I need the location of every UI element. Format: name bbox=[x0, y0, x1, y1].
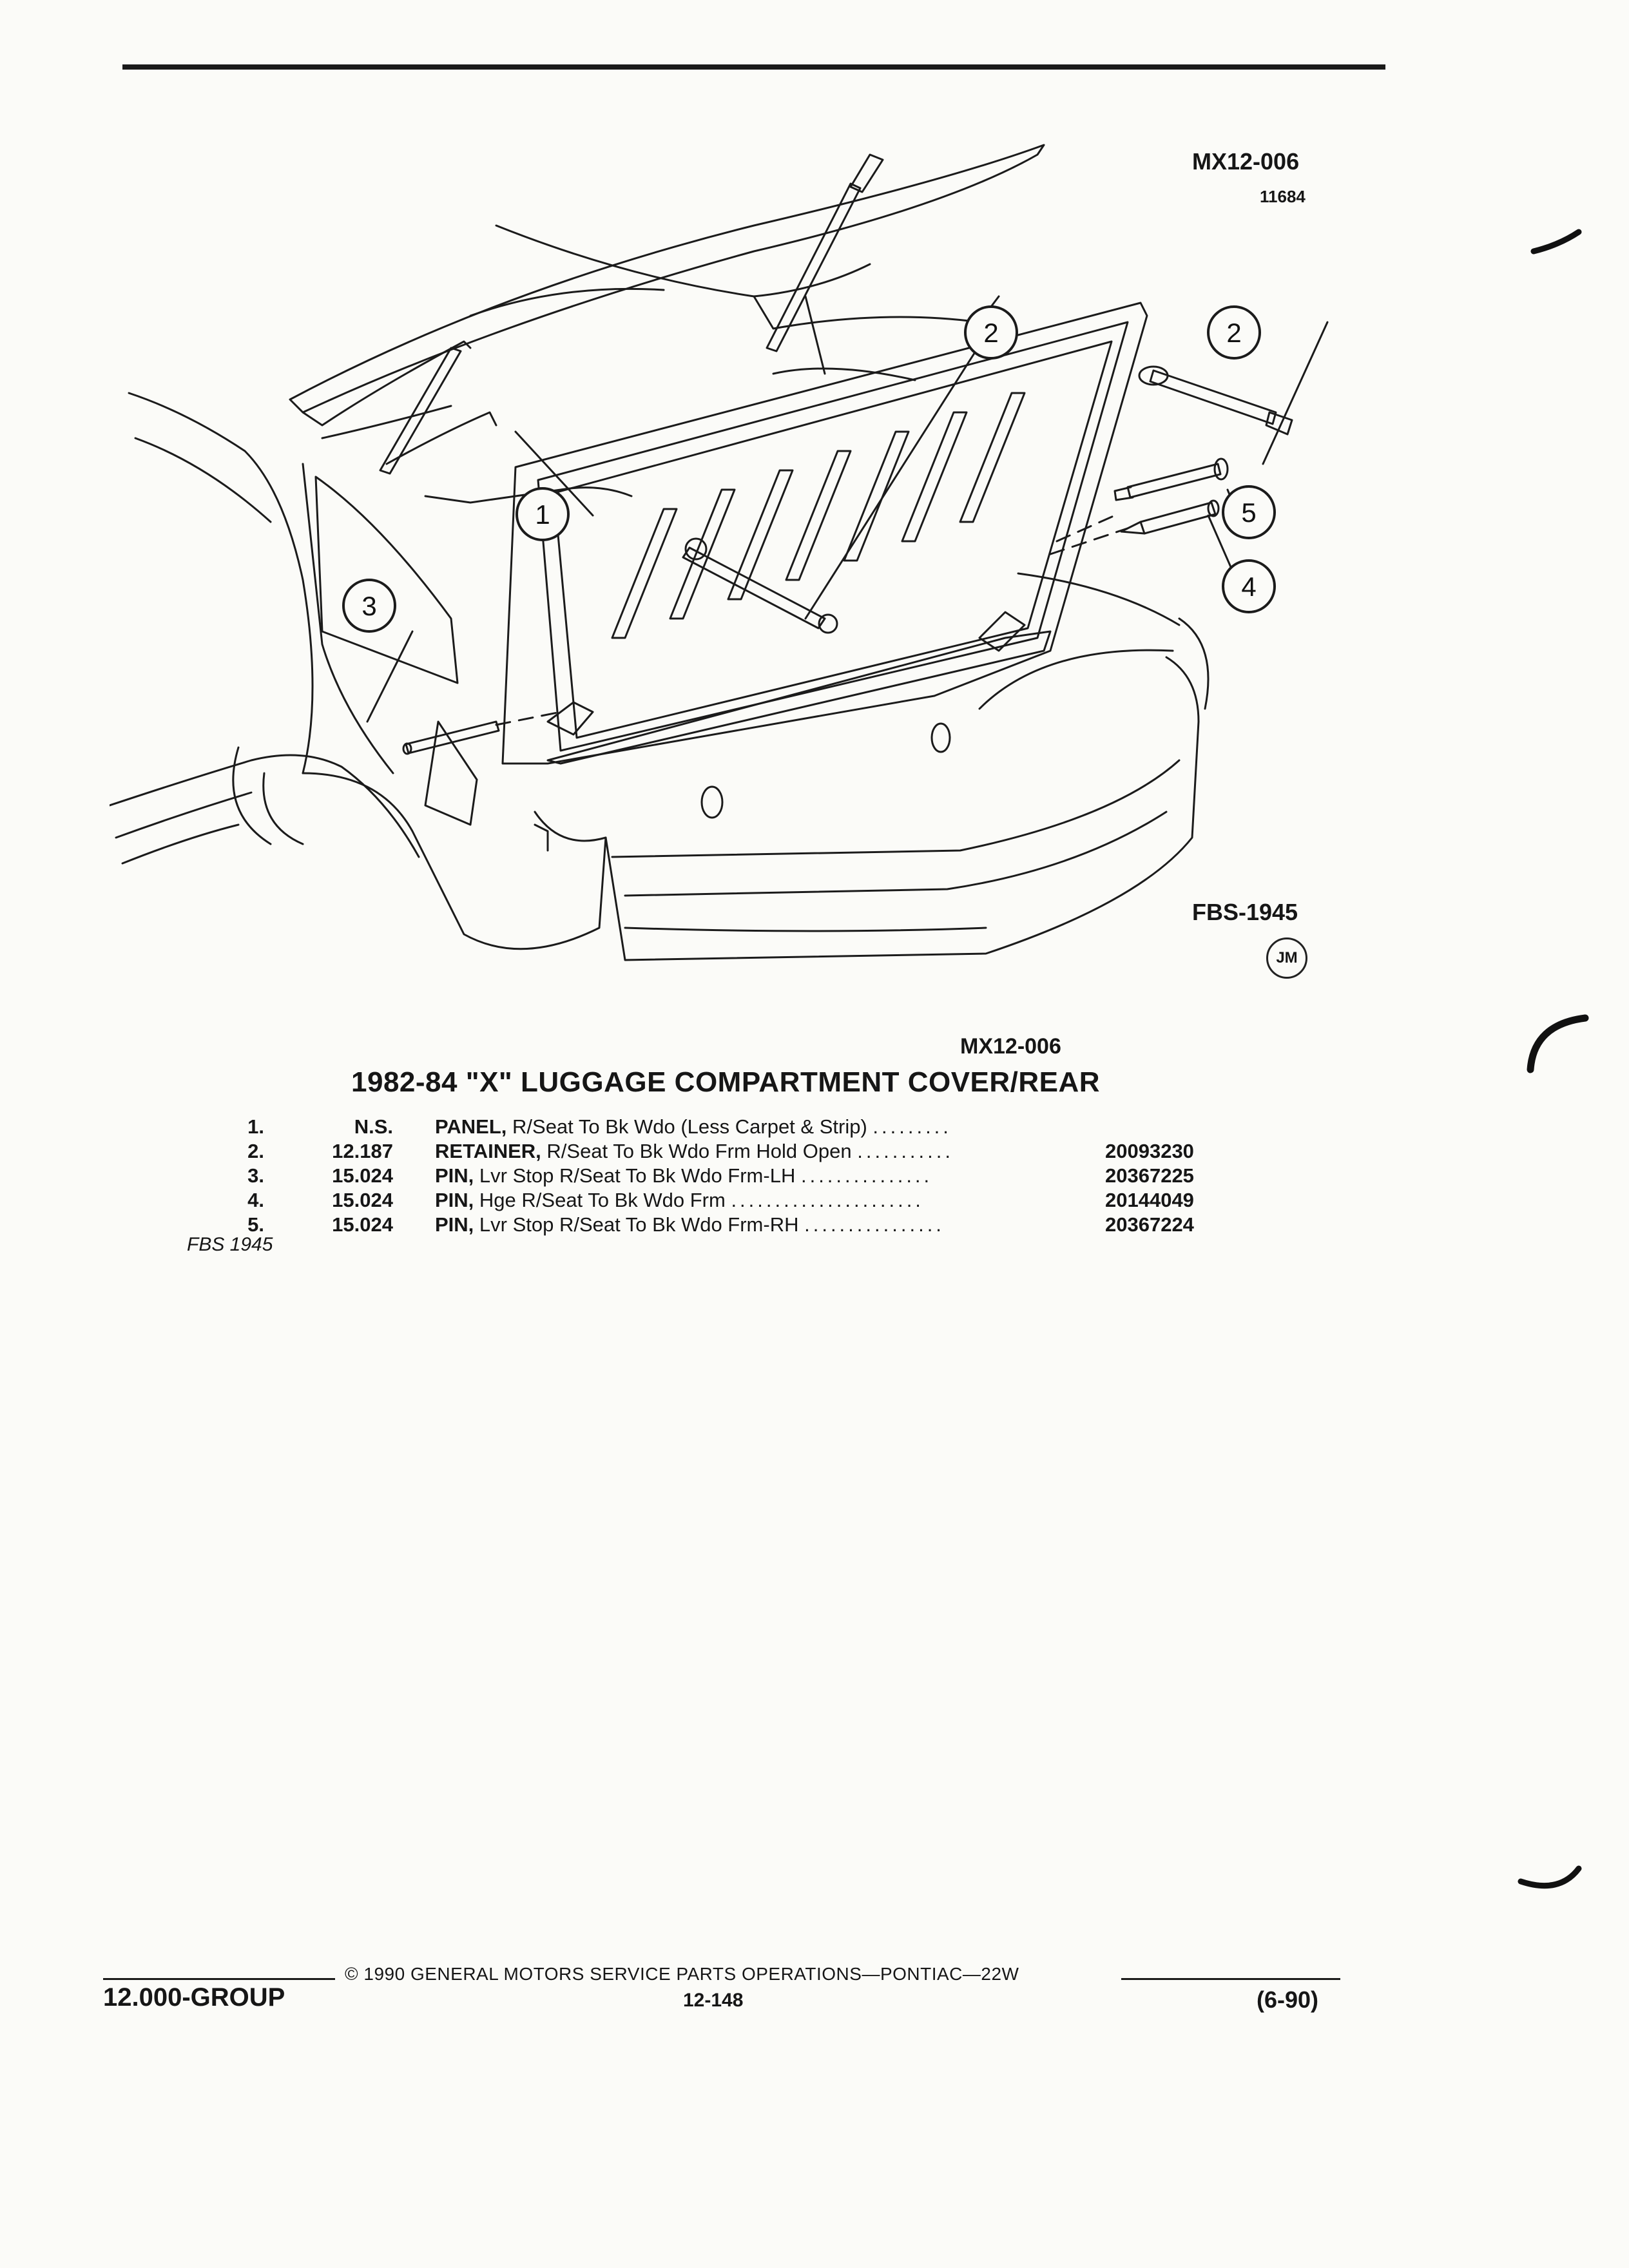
footer-rule-right bbox=[1121, 1978, 1340, 1980]
callout-2-panel: 2 bbox=[964, 305, 1018, 360]
figure-ref-top: MX12-006 bbox=[1192, 148, 1300, 175]
group-number: 15.024 bbox=[332, 1164, 393, 1187]
item-number: 4. bbox=[247, 1189, 264, 1211]
parts-row: 2. 12.187 RETAINER, R/Seat To Bk Wdo Frm… bbox=[155, 1139, 1250, 1164]
footer-group: 12.000-GROUP bbox=[103, 1983, 285, 2012]
part-name: PIN, bbox=[435, 1213, 474, 1236]
part-name: PIN, bbox=[435, 1164, 474, 1187]
svg-text:1: 1 bbox=[535, 499, 550, 530]
part-number: 20367225 bbox=[1105, 1164, 1194, 1187]
leader-lines bbox=[366, 321, 1329, 723]
parts-row: 4. 15.024 PIN, Hge R/Seat To Bk Wdo Frm … bbox=[155, 1188, 1250, 1213]
item-number: 2. bbox=[247, 1140, 264, 1162]
pin-item-4 bbox=[1120, 499, 1220, 535]
part-detail: Hge R/Seat To Bk Wdo Frm bbox=[479, 1189, 726, 1211]
part-detail: Lvr Stop R/Seat To Bk Wdo Frm-LH bbox=[479, 1164, 796, 1187]
binder-marks bbox=[1518, 229, 1589, 1889]
group-number: 15.024 bbox=[332, 1213, 393, 1236]
part-number: 20367224 bbox=[1105, 1213, 1194, 1236]
alignment-lines bbox=[495, 514, 1129, 726]
svg-text:4: 4 bbox=[1241, 572, 1256, 602]
svg-text:5: 5 bbox=[1241, 497, 1256, 528]
group-number: 12.187 bbox=[332, 1140, 393, 1162]
callout-3: 3 bbox=[342, 579, 396, 633]
part-number: 20144049 bbox=[1105, 1189, 1194, 1211]
seat-back-panel bbox=[501, 302, 1148, 765]
item-number: 5. bbox=[247, 1213, 264, 1236]
leader-dots: ......... bbox=[872, 1115, 952, 1138]
callout-4: 4 bbox=[1222, 559, 1276, 613]
svg-text:2: 2 bbox=[983, 318, 998, 348]
pin-item-5 bbox=[1113, 457, 1229, 501]
fbs-reference: FBS-1945 bbox=[1192, 899, 1298, 925]
part-name: PANEL, bbox=[435, 1115, 507, 1138]
section-title: 1982-84 "X" LUGGAGE COMPARTMENT COVER/RE… bbox=[351, 1066, 1101, 1098]
leader-dots: ................ bbox=[804, 1213, 945, 1236]
artist-mark: JM bbox=[1266, 937, 1307, 979]
parts-row: 1. N.S. PANEL, R/Seat To Bk Wdo (Less Ca… bbox=[155, 1115, 1250, 1139]
gas-struts bbox=[379, 153, 884, 475]
parts-row: 3. 15.024 PIN, Lvr Stop R/Seat To Bk Wdo… bbox=[155, 1164, 1250, 1188]
footer-page-number: 12-148 bbox=[683, 1990, 744, 2011]
leader-dots: ........... bbox=[857, 1140, 954, 1162]
retainer-rod-installed bbox=[682, 537, 838, 634]
callout-5: 5 bbox=[1222, 485, 1276, 539]
callout-1: 1 bbox=[516, 487, 570, 541]
part-name: PIN, bbox=[435, 1189, 474, 1211]
group-number: N.S. bbox=[354, 1115, 393, 1138]
parts-row: 5. 15.024 PIN, Lvr Stop R/Seat To Bk Wdo… bbox=[155, 1213, 1250, 1237]
footer-copyright: © 1990 GENERAL MOTORS SERVICE PARTS OPER… bbox=[345, 1964, 1019, 1984]
part-description: RETAINER, R/Seat To Bk Wdo Frm Hold Open… bbox=[435, 1139, 954, 1164]
callout-2-loose: 2 bbox=[1207, 305, 1261, 360]
leader-dots: ............... bbox=[800, 1164, 933, 1187]
parts-list: 1. N.S. PANEL, R/Seat To Bk Wdo (Less Ca… bbox=[155, 1115, 1250, 1237]
top-rule bbox=[122, 64, 1385, 70]
pin-item-3 bbox=[402, 720, 500, 755]
leader-dots: ...................... bbox=[731, 1189, 924, 1211]
part-description: PIN, Hge R/Seat To Bk Wdo Frm ..........… bbox=[435, 1188, 924, 1213]
part-description: PANEL, R/Seat To Bk Wdo (Less Carpet & S… bbox=[435, 1115, 952, 1139]
exploded-view-drawing: 1 2 2 3 4 5 bbox=[110, 144, 1329, 961]
item-number: 1. bbox=[247, 1115, 264, 1138]
retainer-rod-loose bbox=[1138, 365, 1293, 436]
part-name: RETAINER, bbox=[435, 1140, 541, 1162]
part-detail: R/Seat To Bk Wdo Frm Hold Open bbox=[546, 1140, 852, 1162]
fbs-footnote: FBS 1945 bbox=[187, 1234, 273, 1255]
footer-rule-left bbox=[103, 1978, 335, 1980]
part-detail: R/Seat To Bk Wdo (Less Carpet & Strip) bbox=[512, 1115, 867, 1138]
car-body-outline bbox=[110, 392, 1210, 961]
part-description: PIN, Lvr Stop R/Seat To Bk Wdo Frm-LH ..… bbox=[435, 1164, 932, 1188]
svg-text:3: 3 bbox=[361, 591, 376, 621]
figure-ref-number: 11684 bbox=[1260, 187, 1306, 206]
group-number: 15.024 bbox=[332, 1189, 393, 1211]
part-detail: Lvr Stop R/Seat To Bk Wdo Frm-RH bbox=[479, 1213, 799, 1236]
part-description: PIN, Lvr Stop R/Seat To Bk Wdo Frm-RH ..… bbox=[435, 1213, 945, 1237]
footer-date: (6-90) bbox=[1257, 1986, 1319, 2013]
part-number: 20093230 bbox=[1105, 1140, 1194, 1162]
caption-reference: MX12-006 bbox=[960, 1034, 1061, 1059]
item-number: 3. bbox=[247, 1164, 264, 1187]
hatch-lid bbox=[289, 144, 1045, 504]
svg-text:2: 2 bbox=[1226, 318, 1241, 348]
